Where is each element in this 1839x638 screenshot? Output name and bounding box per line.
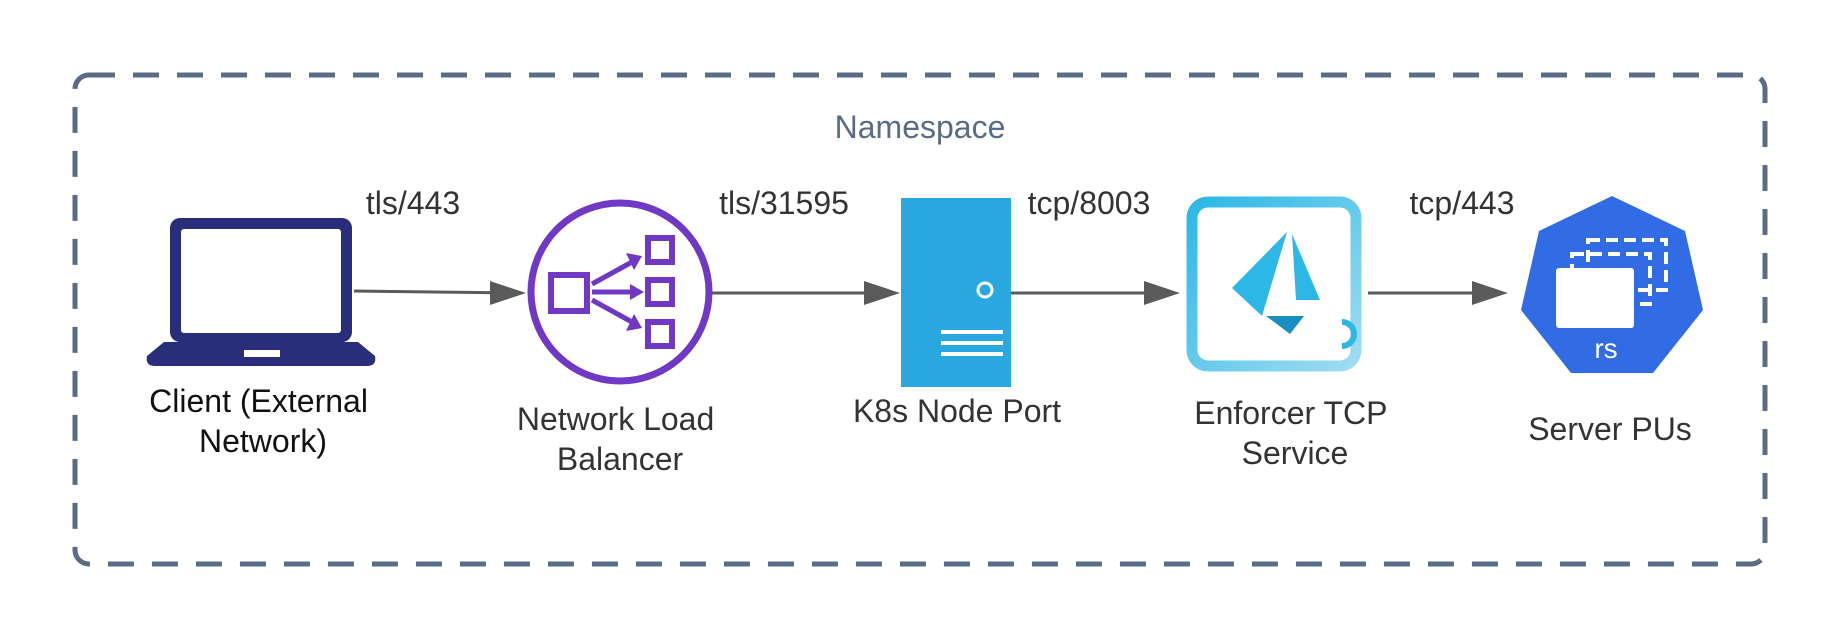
namespace-label: Namespace — [835, 109, 1006, 145]
node-label-client-line2: Network) — [199, 423, 327, 459]
node-label-server-line1: Server PUs — [1528, 411, 1692, 447]
node-nlb: Network Load Balancer — [517, 199, 723, 477]
edge-label-nodeport-enforcer: tcp/8003 — [1028, 185, 1151, 221]
node-label-nlb-line1: Network Load — [517, 401, 714, 437]
node-label-nodeport-line1: K8s Node Port — [853, 393, 1061, 429]
node-label-enforcer-line1: Enforcer TCP — [1194, 395, 1387, 431]
node-label-enforcer: Enforcer TCP Service — [1194, 395, 1396, 471]
server-icon — [901, 198, 1011, 387]
node-label-nlb: Network Load Balancer — [517, 401, 723, 477]
node-enforcer: Enforcer TCP Service — [1186, 196, 1396, 471]
replicaset-icon: rs — [1521, 196, 1703, 373]
edge-label-nlb-nodeport: tls/31595 — [719, 185, 849, 221]
node-label-client: Client (External Network) — [149, 383, 377, 459]
node-client: Client (External Network) — [146, 218, 377, 459]
edge-nodeport-enforcer: tcp/8003 — [1010, 185, 1180, 305]
laptop-icon — [146, 218, 376, 366]
replicaset-icon-text: rs — [1594, 333, 1617, 364]
node-label-server: Server PUs — [1528, 411, 1692, 447]
node-nodeport: K8s Node Port — [853, 198, 1061, 429]
edge-label-client-nlb: tls/443 — [366, 185, 460, 221]
edge-label-enforcer-server: tcp/443 — [1410, 185, 1515, 221]
node-server: rs Server PUs — [1521, 196, 1703, 447]
edge-client-nlb: tls/443 — [353, 185, 526, 305]
node-label-enforcer-line2: Service — [1242, 435, 1349, 471]
enforcer-icon — [1186, 196, 1362, 372]
edge-nlb-nodeport: tls/31595 — [712, 185, 900, 305]
node-label-nodeport: K8s Node Port — [853, 393, 1061, 429]
load-balancer-icon — [527, 199, 713, 385]
node-label-client-line1: Client (External — [149, 383, 368, 419]
node-label-nlb-line2: Balancer — [557, 441, 684, 477]
namespace-boundary — [72, 72, 1768, 567]
edge-enforcer-server: tcp/443 — [1368, 185, 1514, 305]
